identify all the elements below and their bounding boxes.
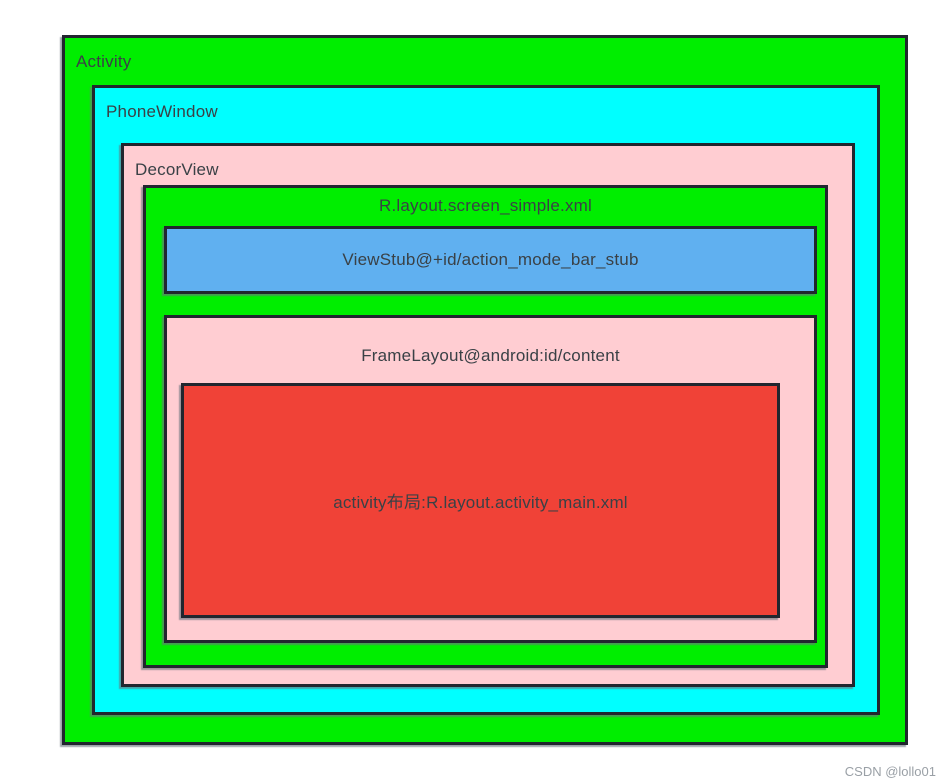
decor-view-label: DecorView (135, 160, 219, 179)
content-frame-layout-label: FrameLayout@android:id/content (361, 346, 620, 365)
activity-main-layout-label: activity布局:R.layout.activity_main.xml (333, 493, 628, 512)
activity-main-layout-box: activity布局:R.layout.activity_main.xml (181, 383, 780, 618)
phone-window-label: PhoneWindow (106, 102, 218, 121)
activity-label: Activity (76, 52, 132, 71)
view-stub-box: ViewStub@+id/action_mode_bar_stub (164, 226, 817, 294)
csdn-watermark: CSDN @lollo01 (844, 764, 936, 779)
view-stub-label: ViewStub@+id/action_mode_bar_stub (342, 250, 639, 269)
screen-simple-layout-label: R.layout.screen_simple.xml (378, 196, 593, 215)
